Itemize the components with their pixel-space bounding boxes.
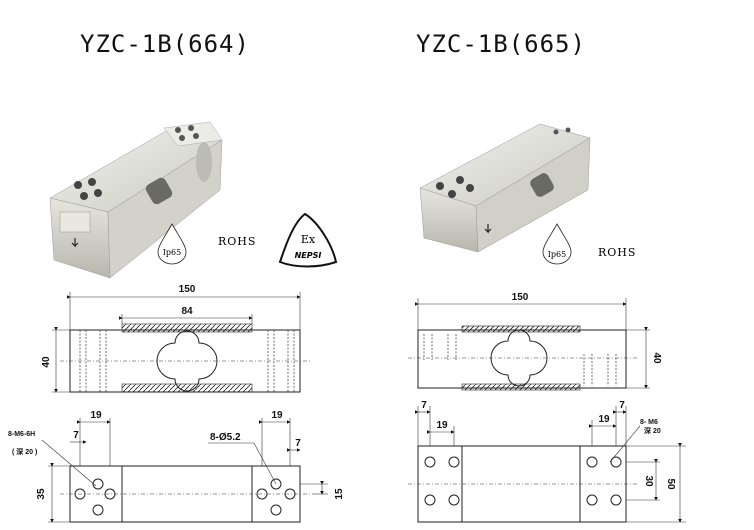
right-bottom-view: 7 19 19 7 8- M6 深 20 30 50 <box>408 400 686 523</box>
dim-offset-left-b: 7 <box>295 438 301 449</box>
thread-note-left: 8-M6-6H <box>8 431 35 438</box>
thread-depth-right: 深 20 <box>644 426 661 435</box>
dim-hole-distance-right: 30 <box>643 475 654 487</box>
load-cell-photo-right <box>419 123 591 253</box>
dim-offset-right-b: 7 <box>619 400 625 411</box>
ex-label: Ex <box>301 233 316 246</box>
rohs-label-right: ROHS <box>598 246 636 259</box>
dim-height-left: 40 <box>41 356 52 368</box>
dim-length-left: 150 <box>179 284 196 295</box>
ip65-drop-badge-left: Ip65 <box>157 223 187 265</box>
hole-note-left: 8-Ø5.2 <box>210 432 241 443</box>
ip65-drop-badge-right: Ip65 <box>542 223 572 265</box>
dim-length-right: 150 <box>512 292 529 303</box>
left-front-view: 150 84 40 <box>41 284 312 393</box>
dim-spacing-left-b: 19 <box>271 410 283 421</box>
rohs-label-left: ROHS <box>218 235 256 248</box>
ex-nepsi-badge: Ex NEPSI <box>278 212 338 268</box>
dim-groove-left: 84 <box>181 306 193 317</box>
ip-label-left: Ip65 <box>163 248 181 257</box>
dim-spacing-left-a: 19 <box>90 410 102 421</box>
title-left: YZC-1B(664) <box>80 30 250 58</box>
thread-note-right: 8- M6 <box>640 419 658 426</box>
dim-height-right: 40 <box>651 352 662 364</box>
dim-offset-right-a: 7 <box>421 400 427 411</box>
dim-spacing-right-b: 19 <box>598 414 610 425</box>
dim-spacing-right-a: 19 <box>436 420 448 431</box>
dim-center-left: 15 <box>334 488 345 500</box>
ip-label-right: Ip65 <box>548 250 566 259</box>
load-cell-photo-left <box>49 121 223 279</box>
dim-width-left: 35 <box>36 488 47 500</box>
right-front-view: 150 40 <box>408 292 662 391</box>
nepsi-label: NEPSI <box>295 251 322 260</box>
dim-width-right: 50 <box>665 478 676 490</box>
dim-offset-left-a: 7 <box>73 430 79 441</box>
thread-depth-left: ( 深 20 ) <box>12 447 37 456</box>
title-right: YZC-1B(665) <box>416 30 586 58</box>
left-bottom-view: 19 19 7 7 8-M6-6H ( 深 20 ) 8-Ø5.2 35 15 <box>8 410 345 523</box>
